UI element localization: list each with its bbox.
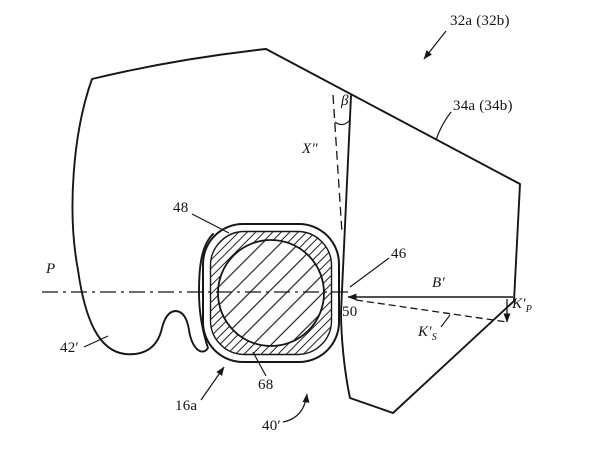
leader-68 (252, 351, 267, 377)
label-k-prime-p-sub: P (525, 304, 532, 315)
leader-16a (200, 366, 225, 401)
left-clamp-outline (71, 48, 267, 356)
beta-angle-arc (334, 119, 351, 126)
label-k-prime-s-main: K′ (418, 324, 432, 340)
leader-48 (191, 213, 230, 234)
label-46: 46 (391, 246, 407, 262)
label-k-prime-p-main: K′ (512, 296, 526, 312)
seal-ring-inner-profile (209, 230, 333, 356)
label-42-prime: 42′ (60, 340, 79, 356)
label-48: 48 (173, 200, 189, 216)
sleeve-hatch (210, 231, 332, 355)
label-axis-x: X″ (302, 141, 318, 157)
right-clamp-outline (265, 48, 521, 414)
label-40-prime: 40′ (262, 418, 281, 434)
label-k-prime-p: K′P (512, 297, 532, 315)
leader-32a (423, 30, 447, 60)
label-k-prime-s: K′S (418, 325, 437, 343)
label-32a: 32a (32b) (450, 13, 510, 29)
leader-k-prime-s (440, 314, 451, 328)
line-k-prime-s-dashed (355, 299, 508, 323)
label-b-prime: B′ (432, 275, 445, 291)
label-p: P (46, 261, 56, 277)
axis-x-dashed-line (332, 94, 343, 234)
label-k-prime-s-sub: S (431, 332, 437, 343)
label-beta: β (341, 93, 349, 109)
cable-circle (217, 239, 325, 347)
label-68: 68 (258, 377, 274, 393)
leader-42 (83, 335, 109, 348)
leader-40-curved-arrow (282, 393, 310, 423)
leader-34a (435, 111, 452, 141)
label-34a: 34a (34b) (453, 98, 513, 114)
label-50: 50 (342, 304, 358, 320)
leader-46 (349, 257, 390, 288)
label-16a: 16a (175, 398, 198, 414)
seal-ring-outer-profile (202, 223, 340, 363)
